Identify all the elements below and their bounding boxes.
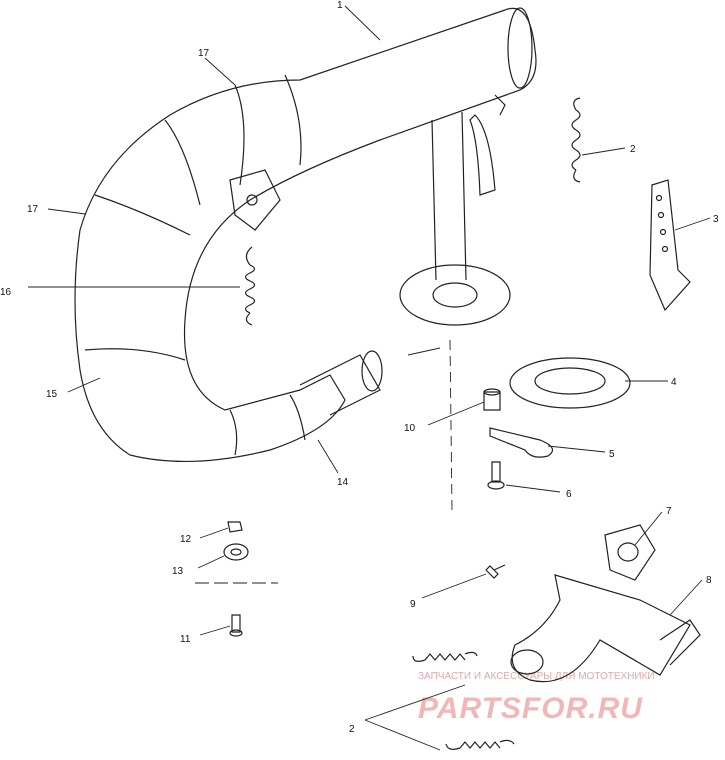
exhaust-manifold: [510, 524, 701, 683]
mounting-stand: [399, 94, 511, 326]
callout-15: 15: [46, 389, 58, 400]
callout-16: 16: [0, 287, 12, 298]
callout-6: 6: [566, 489, 572, 500]
callout-17-left: 17: [27, 204, 39, 215]
spring-16: [244, 246, 256, 326]
callout-2-bottom: 2: [349, 724, 355, 735]
gasket-ring: [509, 357, 631, 409]
bolt-11: [229, 614, 243, 637]
centerline: [449, 339, 453, 511]
callout-10: 10: [404, 423, 416, 434]
callouts: 1 2 3 4 5 6 7 8 9 10 11 12 13 14 15 16 1…: [0, 0, 719, 735]
washer-13: [223, 543, 249, 561]
tab-plate: [489, 427, 554, 458]
watermark: ЗАПЧАСТИ И АКСЕССУАРЫ ДЛЯ МОТОТЕХНИКИ PA…: [418, 671, 655, 725]
callout-8: 8: [706, 575, 712, 586]
stud: [485, 564, 506, 579]
expansion-chamber: [74, 7, 537, 463]
nut-12: [227, 521, 243, 533]
strap-bracket: [649, 179, 691, 312]
callout-7: 7: [666, 506, 672, 517]
leader-stub: [407, 347, 441, 356]
callout-9: 9: [410, 599, 416, 610]
callout-13: 13: [172, 566, 184, 577]
callout-4: 4: [671, 377, 677, 388]
leader-lines: [28, 5, 711, 751]
outlet-pipe: [299, 350, 383, 416]
bushing: [483, 388, 501, 411]
spring-top: [571, 97, 581, 183]
watermark-tagline: ЗАПЧАСТИ И АКСЕССУАРЫ ДЛЯ МОТОТЕХНИКИ: [418, 671, 655, 682]
callout-2-top: 2: [630, 144, 636, 155]
bolt: [487, 461, 505, 490]
callout-3: 3: [713, 214, 719, 225]
callout-12: 12: [180, 534, 192, 545]
callout-11: 11: [180, 634, 191, 645]
callout-1: 1: [337, 0, 343, 11]
spring-bottom-b: [445, 739, 515, 750]
callout-17-top: 17: [198, 48, 210, 59]
callout-5: 5: [609, 449, 615, 460]
watermark-brand: PARTSFOR.RU: [418, 692, 643, 725]
spring-bottom-a: [412, 651, 478, 662]
callout-14: 14: [337, 477, 349, 488]
